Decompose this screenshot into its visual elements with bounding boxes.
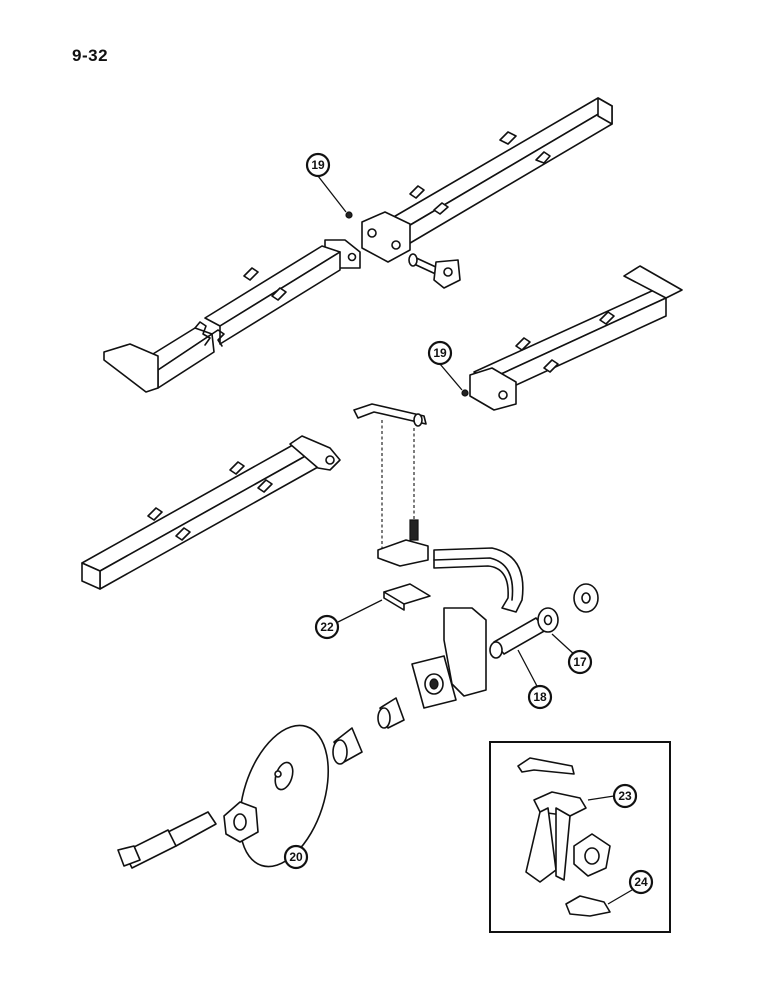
callout-label: 23 [618,789,632,803]
disc-blade [117,724,330,869]
callout-17: 17 [551,633,593,675]
page-number: 9-32 [72,46,109,65]
callout-label: 19 [433,346,447,360]
callout-18: 18 [517,649,553,710]
callout-24: 24 [607,869,654,905]
callout-label: 24 [634,875,648,889]
callout-label: 19 [311,158,325,172]
lower-left-beam [81,435,341,590]
callout-19-upper: 19 [305,152,353,219]
callout-20: 20 [283,844,309,870]
callout-label: 18 [533,690,547,704]
hub-assembly [332,583,599,765]
callout-label: 20 [289,850,303,864]
callout-23: 23 [587,783,638,809]
callout-label: 22 [320,620,334,634]
upper-frame-beam [361,97,613,263]
shank-assembly [353,403,524,613]
inset-detail [489,741,671,933]
callout-label: 17 [573,655,587,669]
pin-bracket [408,253,461,289]
callout-19-lower: 19 [427,340,469,397]
right-frame-beam [469,265,683,411]
callout-22: 22 [314,599,383,640]
left-frame-beam [103,239,361,393]
